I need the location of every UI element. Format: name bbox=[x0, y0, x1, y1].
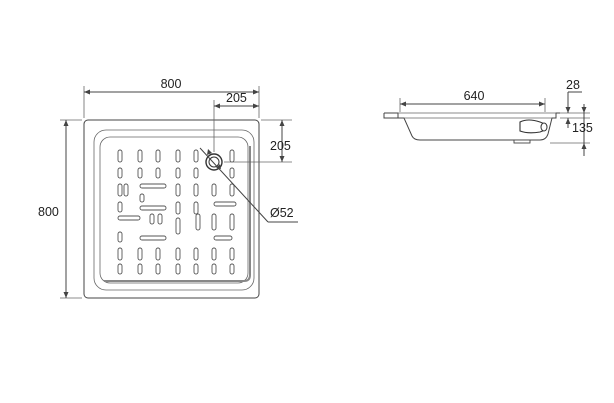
rim-thickness-label: 28 bbox=[566, 78, 580, 92]
slot bbox=[175, 247, 181, 261]
slot bbox=[149, 213, 155, 225]
slot bbox=[193, 263, 199, 275]
slot bbox=[139, 205, 167, 211]
slot bbox=[211, 263, 217, 275]
slot bbox=[193, 201, 199, 215]
slot bbox=[229, 183, 235, 197]
slot bbox=[193, 247, 199, 261]
slot bbox=[175, 183, 181, 197]
drain-diameter-label: Ø52 bbox=[270, 206, 294, 220]
tray-profile bbox=[384, 112, 560, 141]
slot bbox=[175, 263, 181, 275]
inner-length-label: 640 bbox=[464, 89, 485, 103]
tray-basin-shadow bbox=[104, 146, 251, 282]
slot bbox=[137, 247, 143, 261]
tray-basin bbox=[99, 136, 249, 284]
height-label: 800 bbox=[38, 205, 59, 219]
slot bbox=[211, 213, 217, 231]
slot bbox=[175, 167, 181, 179]
dimension-total-height: 135 bbox=[550, 104, 593, 156]
slot bbox=[229, 149, 235, 163]
width-label: 800 bbox=[161, 77, 182, 91]
tray-outline bbox=[83, 119, 260, 299]
slot bbox=[155, 149, 161, 163]
slot bbox=[137, 167, 143, 179]
slot bbox=[193, 183, 199, 197]
left-flange bbox=[383, 113, 398, 119]
slot bbox=[175, 201, 181, 215]
slot bbox=[155, 247, 161, 261]
total-height-label: 135 bbox=[572, 121, 593, 135]
slot bbox=[229, 247, 235, 261]
slot bbox=[175, 149, 181, 163]
slot bbox=[155, 263, 161, 275]
drain-x-label: 205 bbox=[226, 91, 247, 105]
slot bbox=[117, 149, 123, 163]
slot bbox=[137, 263, 143, 275]
slot bbox=[193, 149, 199, 163]
slot bbox=[117, 167, 123, 179]
slot bbox=[211, 183, 217, 197]
dimension-drain-y: 205 bbox=[224, 119, 292, 163]
top-view: 800 800 205 205 bbox=[38, 77, 298, 299]
slot bbox=[229, 263, 235, 275]
dimension-drain-diameter: Ø52 bbox=[199, 147, 298, 223]
anti-slip-pattern bbox=[117, 149, 237, 275]
slot bbox=[117, 263, 123, 275]
drain-inner bbox=[208, 156, 220, 168]
dimension-height: 800 bbox=[38, 119, 82, 299]
slot bbox=[117, 201, 123, 213]
drain-y-label: 205 bbox=[270, 139, 291, 153]
slot bbox=[117, 215, 141, 221]
slot bbox=[229, 167, 235, 179]
dimension-inner-length: 640 bbox=[399, 89, 546, 112]
slot bbox=[117, 247, 123, 261]
slot bbox=[139, 235, 167, 241]
slot bbox=[139, 183, 167, 189]
slot bbox=[213, 201, 237, 207]
dimension-drain-x: 205 bbox=[213, 91, 259, 152]
slot bbox=[229, 213, 235, 231]
tray-inner-rim bbox=[93, 129, 255, 291]
slot bbox=[211, 247, 217, 261]
slot bbox=[117, 231, 123, 243]
side-view: 640 28 135 bbox=[383, 78, 593, 156]
slot bbox=[195, 213, 201, 231]
drain-outlet-end bbox=[540, 122, 548, 132]
slot bbox=[155, 167, 161, 179]
tray-profile-inner bbox=[398, 112, 556, 119]
slot bbox=[157, 213, 163, 225]
slot bbox=[137, 149, 143, 163]
tray-foot bbox=[513, 139, 531, 144]
slot bbox=[193, 167, 199, 179]
slot bbox=[213, 235, 233, 241]
slot bbox=[139, 193, 145, 203]
dimension-rim: 28 bbox=[560, 78, 590, 128]
slot bbox=[123, 183, 129, 197]
slot bbox=[117, 183, 123, 197]
slot bbox=[175, 217, 181, 235]
dimension-width: 800 bbox=[83, 77, 260, 118]
